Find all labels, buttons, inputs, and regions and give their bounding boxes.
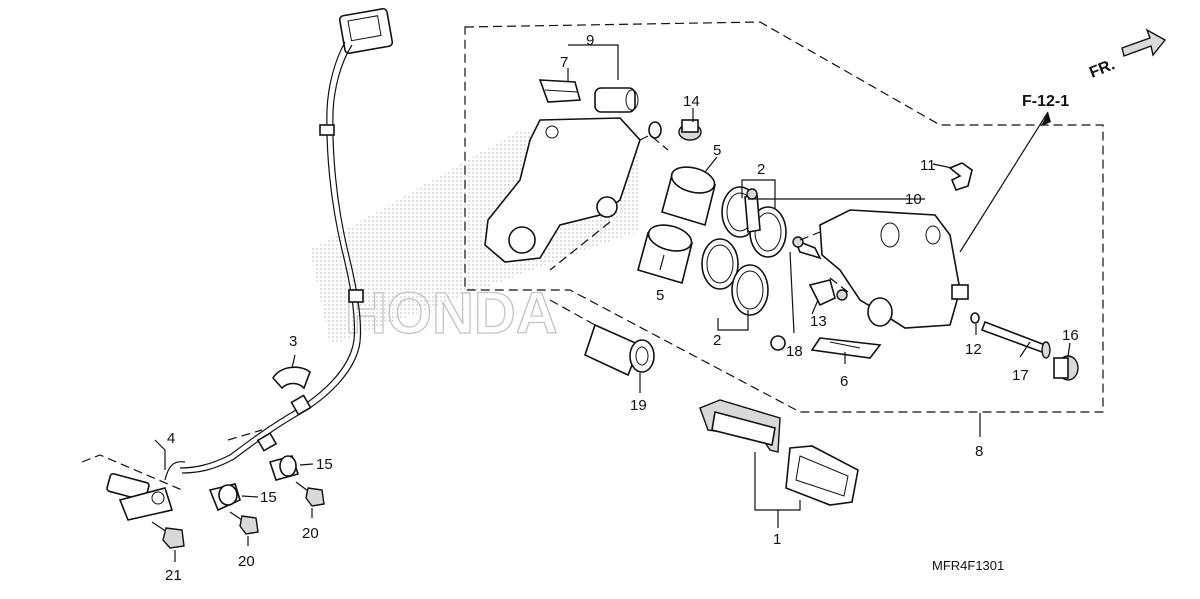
reference-arrow: F-12-1	[959, 93, 1069, 253]
wheel-speed-sensor	[106, 461, 186, 521]
callout-15-upper: 15	[316, 456, 333, 473]
callout-16: 16	[1062, 327, 1079, 344]
callout-14: 14	[683, 93, 700, 110]
callout-11: 11	[920, 157, 936, 174]
callout-20-left: 20	[238, 553, 255, 570]
callout-2-upper: 2	[757, 161, 765, 178]
callout-1: 1	[773, 531, 781, 548]
callout-20-right: 20	[302, 525, 319, 542]
bleeder-cap	[948, 162, 973, 191]
pin-washer	[970, 312, 980, 324]
caliper-bolt	[792, 236, 822, 260]
callout-3: 3	[289, 333, 297, 350]
wheel-speed-sensor-harness	[179, 7, 394, 474]
callout-19: 19	[630, 397, 647, 414]
callout-17: 17	[1012, 367, 1029, 384]
harness-clamp-lower	[208, 483, 241, 512]
flange-bolt-upper	[295, 481, 325, 507]
caliper-body	[819, 209, 969, 329]
callout-12: 12	[965, 341, 982, 358]
pin-plug	[1053, 355, 1079, 381]
callout-13: 13	[810, 313, 827, 330]
callout-numbers: 9 7 14 5 2 11 10 5 2 18 13 6 12 17 16 8 …	[165, 32, 1079, 584]
harness-clamp-upper	[268, 455, 300, 481]
bracket-pin-boot	[594, 87, 662, 139]
pad-pin	[980, 320, 1051, 359]
callout-10: 10	[905, 191, 922, 208]
callout-leaders	[81, 44, 1071, 562]
piston-seal-set-lower	[701, 238, 769, 316]
caliper-sleeve	[584, 323, 655, 377]
caliper-piston-lower	[637, 224, 693, 285]
callout-18: 18	[786, 343, 803, 360]
callout-6: 6	[840, 373, 848, 390]
flange-bolt-lower	[229, 511, 259, 535]
caliper-assembly-outline	[464, 21, 1104, 413]
direction-label: FR.	[1087, 56, 1117, 81]
drawing-code: MFR4F1301	[932, 558, 1004, 573]
svg-text:HONDA: HONDA	[345, 281, 558, 346]
callout-9: 9	[586, 32, 594, 49]
callout-4: 4	[167, 430, 175, 447]
brake-pad-inner	[699, 399, 781, 453]
harness-clip	[272, 366, 311, 390]
retaining-clip	[808, 279, 848, 307]
pad-spring-clip	[538, 79, 582, 103]
callout-2-lower: 2	[713, 332, 721, 349]
callout-7: 7	[560, 54, 568, 71]
sensor-bolt	[151, 521, 185, 549]
callout-15-lower: 15	[260, 489, 277, 506]
pad-spring	[810, 337, 882, 359]
caliper-piston-upper	[661, 166, 716, 227]
bleeder-valve	[678, 119, 702, 141]
callout-8: 8	[975, 443, 983, 460]
callout-5-upper: 5	[713, 142, 721, 159]
front-direction-arrow: FR.	[1087, 28, 1167, 82]
caliper-bleeder	[744, 188, 761, 233]
boot-seal	[770, 335, 786, 351]
reference-label: F-12-1	[1022, 93, 1069, 110]
brake-pad-outer	[785, 445, 859, 506]
callout-21: 21	[165, 567, 182, 584]
callout-5-lower: 5	[656, 287, 664, 304]
